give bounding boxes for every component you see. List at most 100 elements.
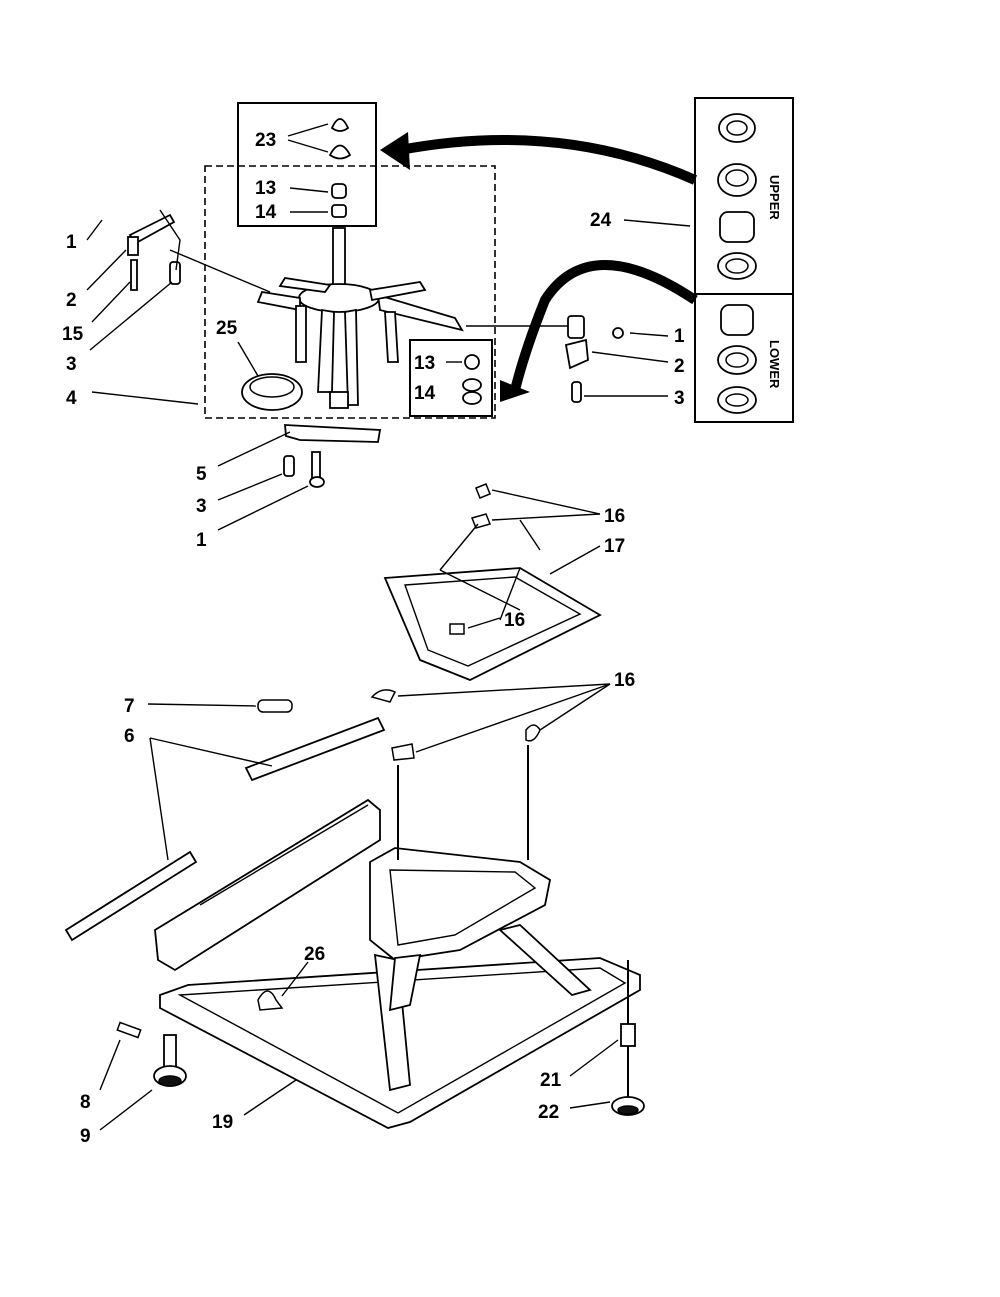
pin-2 — [127, 236, 139, 256]
bracket-5 — [284, 424, 382, 443]
leader-9 — [99, 1089, 153, 1131]
kit-upper-3 — [719, 211, 755, 243]
leg-front-right — [498, 924, 592, 996]
bearing-kit-24: UPPER LOWER — [694, 97, 794, 423]
leader-6a — [149, 737, 273, 767]
side-rail-top — [199, 804, 369, 906]
foot-22-pad — [617, 1105, 639, 1115]
callout-16c: 16 — [614, 670, 635, 691]
foot-9-pad — [158, 1075, 182, 1087]
callout-1b: 1 — [674, 326, 685, 347]
callout-7: 7 — [124, 696, 135, 717]
leg-1 — [295, 305, 307, 363]
callout-5: 5 — [196, 464, 207, 485]
leg-front-left — [373, 953, 411, 1092]
arrow-lower-kit — [510, 260, 698, 392]
screw-1-right — [612, 327, 624, 339]
clip-3-right — [571, 381, 582, 403]
frame-17-rib-b — [499, 567, 521, 621]
rail-6-upper — [244, 716, 386, 782]
callout-1c: 1 — [196, 530, 207, 551]
leg-2 — [317, 308, 335, 393]
ring-25-inner — [249, 376, 295, 398]
leader-16c3 — [539, 683, 611, 731]
rail-6-lower — [64, 850, 198, 942]
callout-22: 22 — [538, 1102, 559, 1123]
leader-lines — [86, 123, 691, 1131]
spacer-3 — [283, 455, 295, 477]
leader-8 — [99, 1039, 121, 1091]
callout-15: 15 — [62, 324, 84, 345]
leader-19 — [243, 1079, 297, 1116]
callout-2b: 2 — [674, 356, 685, 377]
kit-upper-2-in — [725, 169, 749, 187]
leader-23a — [287, 123, 329, 137]
clip-16-b — [470, 513, 492, 529]
spider-arm-fr — [368, 281, 427, 302]
link-16b — [519, 519, 541, 551]
callout-6: 6 — [124, 726, 135, 747]
leader-21 — [569, 1039, 619, 1077]
arrow-upper-head — [380, 132, 410, 170]
clip-26 — [257, 990, 284, 1011]
frame-17 — [383, 567, 602, 681]
bracket-right-arm — [564, 338, 589, 370]
kit-lower-3-in — [725, 393, 749, 407]
kit-lower-1 — [720, 304, 754, 336]
seal-kit-box — [237, 102, 377, 227]
leader-23b — [287, 139, 329, 153]
strap-left — [159, 209, 181, 271]
bearing-box — [409, 339, 493, 417]
callout-labels: 1 2 15 3 4 25 23 13 14 13 14 24 1 2 3 5 … — [62, 130, 685, 1147]
seal-14-lower-b — [462, 391, 482, 405]
spider-arm-left — [256, 290, 301, 312]
leader-2b — [591, 351, 669, 363]
leader-1c — [217, 485, 309, 531]
hex-frame — [369, 847, 552, 961]
washer-1 — [309, 476, 325, 488]
leg-back — [388, 953, 422, 1012]
hex-frame-inner — [389, 869, 537, 946]
leader-4 — [91, 391, 199, 405]
leader-3a — [89, 281, 173, 351]
kit-box — [694, 97, 794, 423]
spacer-21 — [620, 1023, 636, 1047]
strap-line — [169, 249, 271, 293]
callout-16a: 16 — [604, 506, 625, 527]
callout-23: 23 — [255, 130, 276, 151]
callout-3a: 3 — [66, 354, 77, 375]
leader-16a1 — [491, 489, 601, 515]
leader-3c — [217, 473, 283, 501]
callout-24: 24 — [590, 210, 612, 231]
transmission-assembly — [127, 102, 624, 488]
callout-13b: 13 — [414, 353, 435, 374]
clip-16-c — [449, 623, 465, 635]
leader-13a — [289, 187, 329, 193]
leader-15 — [91, 281, 131, 323]
bearing-13-lower — [464, 354, 480, 370]
kit-label-upper: UPPER — [767, 175, 782, 220]
spider-arm-right — [376, 293, 464, 332]
leader-16a2 — [491, 513, 601, 521]
callout-26: 26 — [304, 944, 325, 965]
arrow-lower-head — [500, 380, 530, 402]
side-rail — [154, 798, 381, 972]
bearing-13 — [331, 183, 347, 199]
pin-7 — [257, 699, 293, 713]
assembly-boundary — [204, 165, 496, 419]
callout-21: 21 — [540, 1070, 562, 1091]
link-16 — [439, 523, 479, 571]
cap-lower — [328, 144, 352, 160]
hook-16-a — [370, 689, 397, 703]
leg-4 — [384, 311, 399, 363]
callout-2a: 2 — [66, 290, 77, 311]
leader-5 — [217, 431, 291, 467]
leg-3 — [344, 308, 359, 406]
callout-8: 8 — [80, 1092, 91, 1113]
callout-25: 25 — [216, 318, 238, 339]
callout-17: 17 — [604, 536, 625, 557]
callout-19: 19 — [212, 1112, 233, 1133]
clip-16-a — [475, 483, 491, 499]
seal-14 — [331, 204, 347, 218]
